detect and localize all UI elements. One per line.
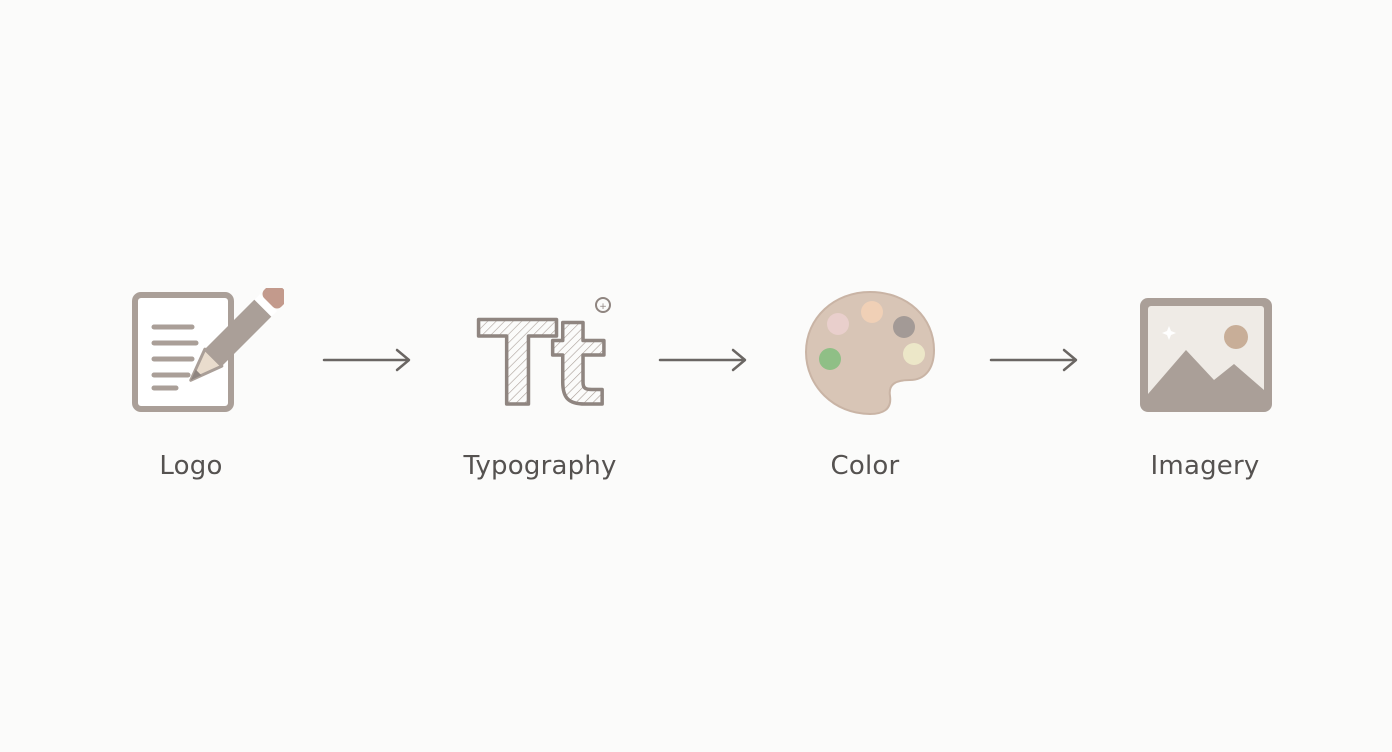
step-label-typography: Typography (463, 451, 617, 481)
arrow-right-icon (322, 348, 411, 372)
pencil-document-icon (132, 288, 284, 412)
color-palette-icon (804, 290, 936, 416)
arrow-right-icon (658, 348, 747, 372)
svg-text:Tt: Tt (478, 297, 604, 416)
step-label-imagery: Imagery (1150, 451, 1260, 481)
step-label-logo: Logo (159, 451, 223, 481)
arrow-right-icon (989, 348, 1078, 372)
image-landscape-icon (1140, 298, 1272, 412)
typography-tt-icon: Tt + (476, 295, 612, 416)
svg-text:+: + (599, 302, 607, 312)
step-label-color: Color (830, 451, 900, 481)
